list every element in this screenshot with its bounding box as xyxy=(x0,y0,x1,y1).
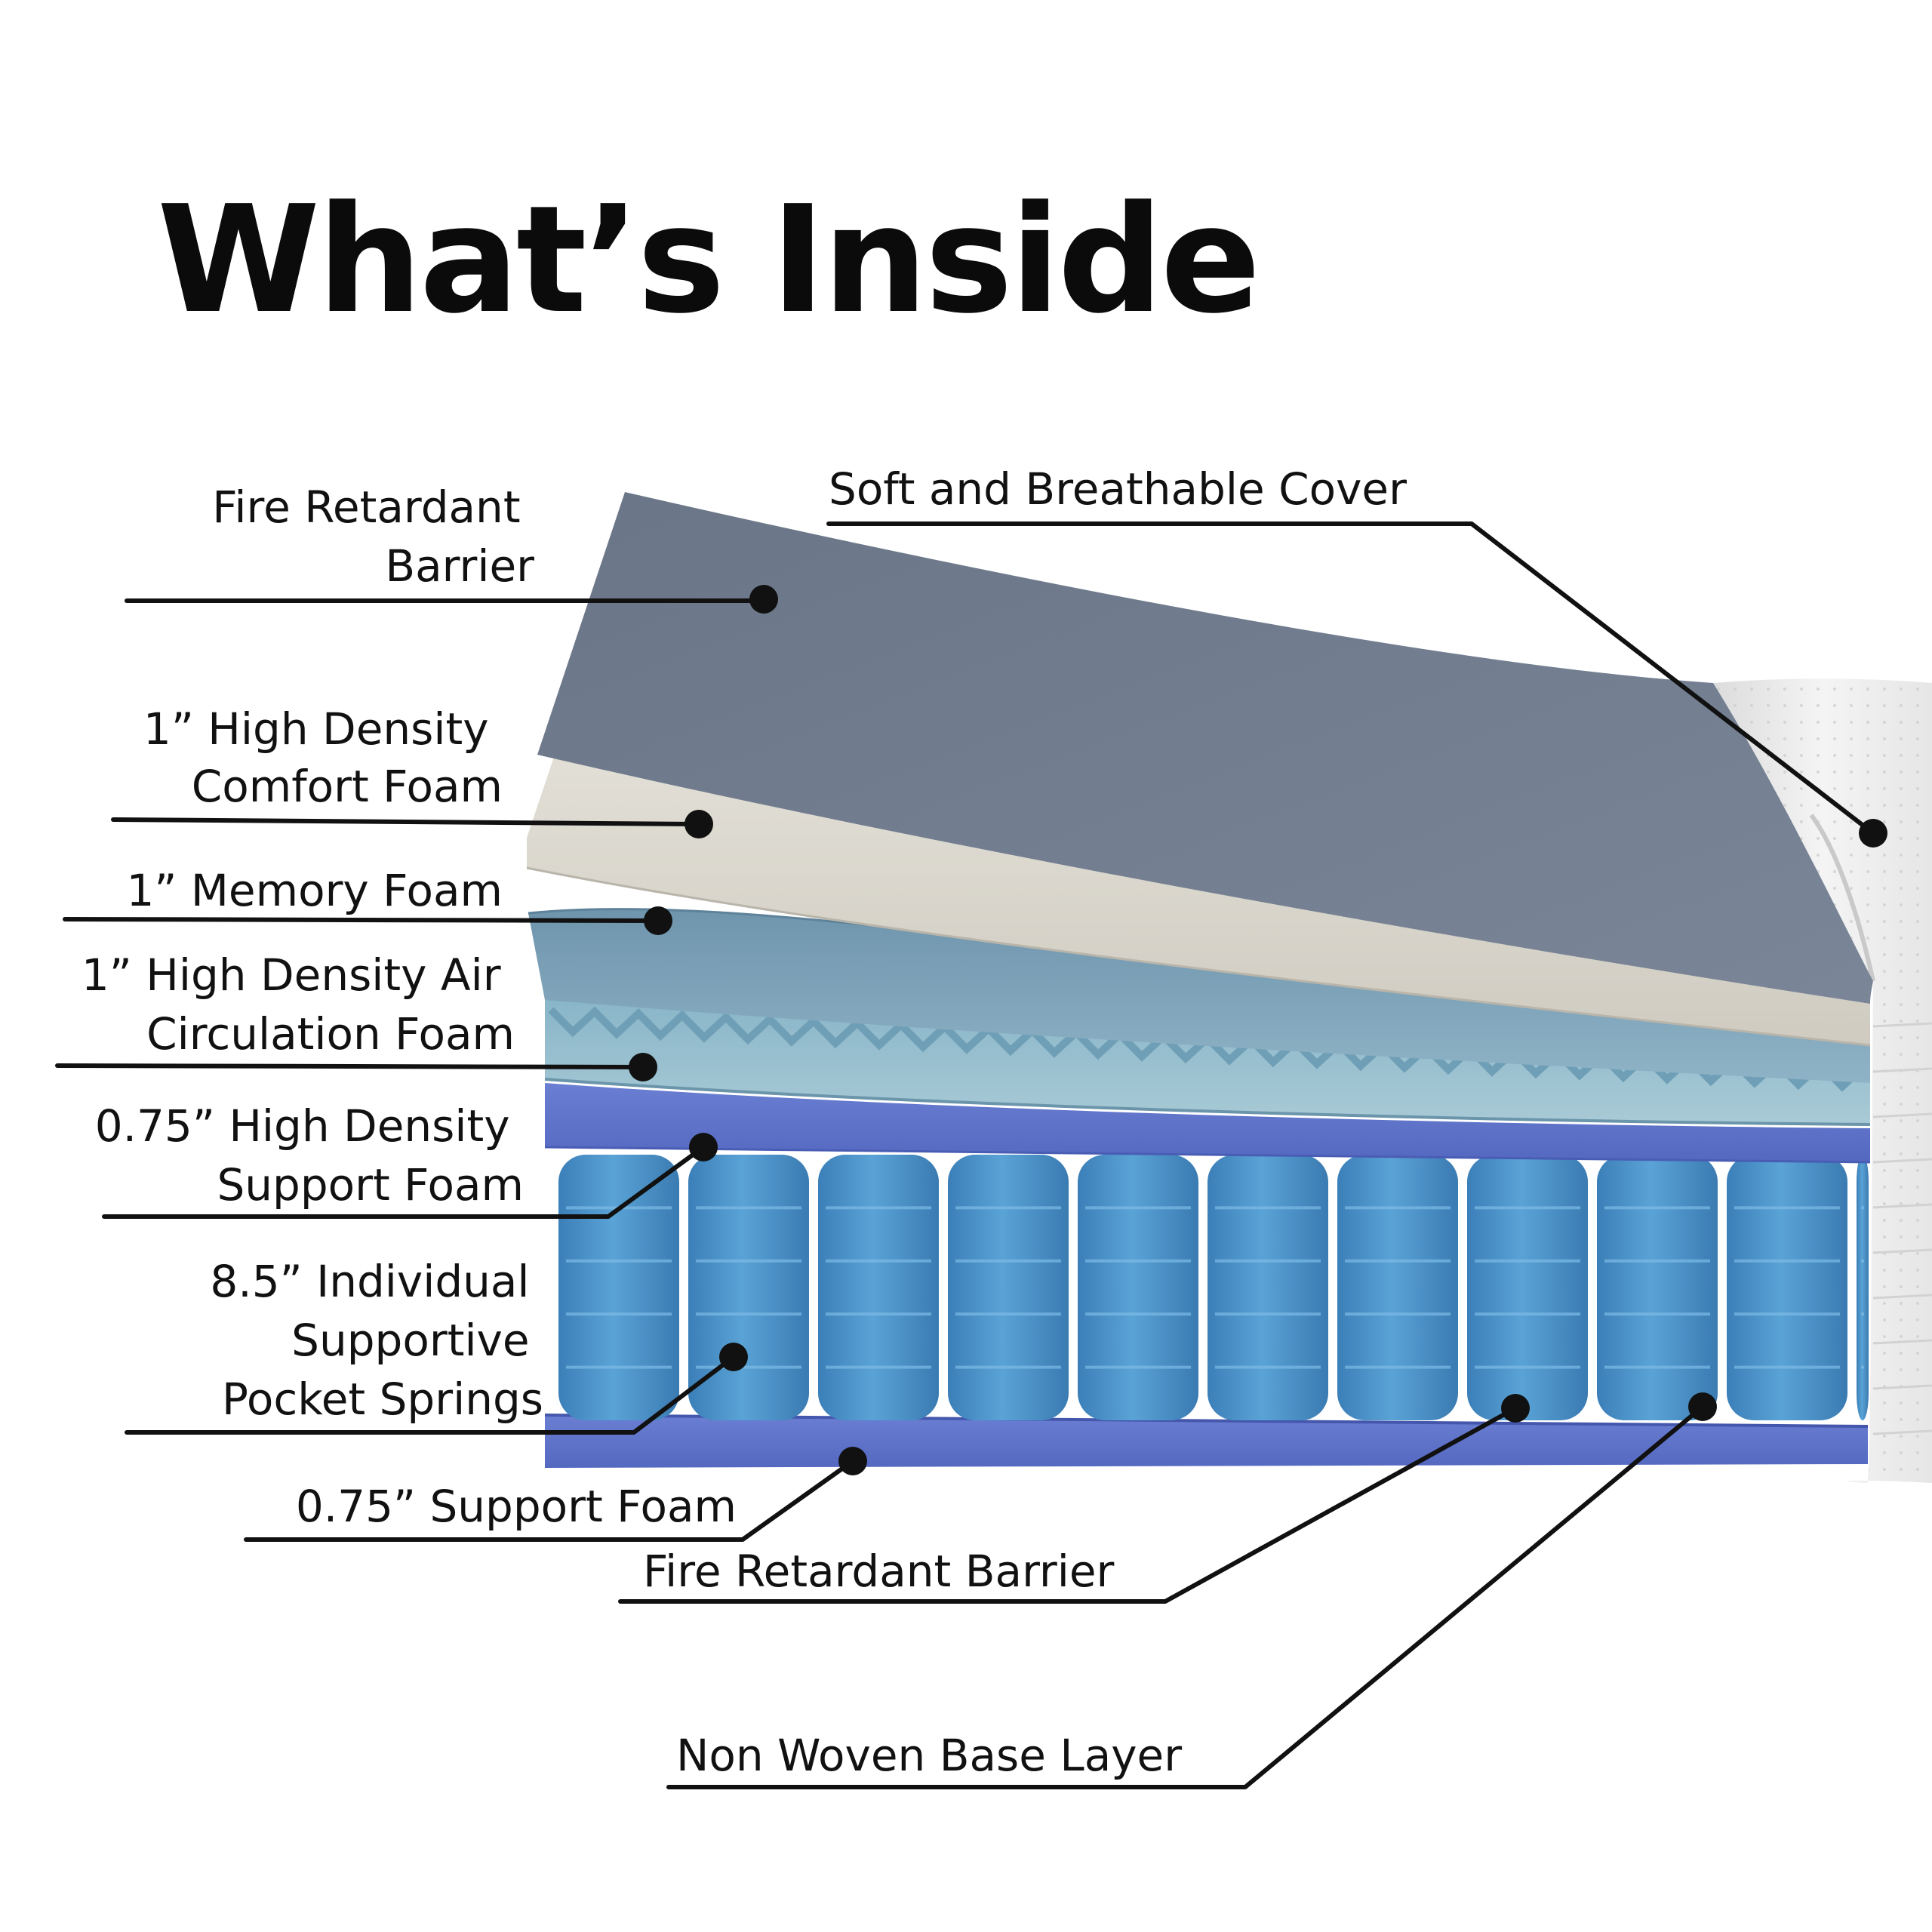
pocket-spring xyxy=(558,1155,679,1420)
label-pocket-springs: 8.5” Individual Supportive Pocket Spring… xyxy=(210,1256,543,1425)
page-title: What’s Inside xyxy=(157,174,1258,346)
label-soft-breathable-cover: Soft and Breathable Cover xyxy=(829,463,1407,515)
pocket-spring xyxy=(1857,1155,1869,1420)
pocket-spring xyxy=(688,1155,809,1420)
top-fire-retardant-barrier xyxy=(537,492,1873,1004)
pocket-spring xyxy=(818,1155,939,1420)
breathable-cover xyxy=(1713,678,1932,1483)
pocket-spring xyxy=(948,1155,1069,1420)
label-memory-foam: 1” Memory Foam xyxy=(126,865,503,916)
pocket-spring xyxy=(1467,1155,1588,1420)
pocket-spring xyxy=(1337,1155,1458,1420)
label-high-density-support-foam: 0.75” High Density Support Foam xyxy=(95,1100,524,1211)
pocket-springs xyxy=(558,1155,1869,1420)
label-support-foam-bottom: 0.75” Support Foam xyxy=(296,1481,737,1532)
bottom-support-foam xyxy=(544,1414,1869,1468)
mattress-illustration xyxy=(526,492,1932,1483)
label-fire-retardant-barrier-top: Fire Retardant Barrier xyxy=(212,481,534,592)
leader-lines xyxy=(55,521,1887,1789)
pocket-spring xyxy=(1727,1155,1847,1420)
pocket-spring xyxy=(1208,1155,1328,1420)
pocket-spring xyxy=(1597,1155,1718,1420)
top-support-foam xyxy=(544,1083,1871,1164)
comfort-foam xyxy=(526,755,1871,1047)
label-fire-retardant-barrier-bottom: Fire Retardant Barrier xyxy=(643,1546,1115,1597)
label-comfort-foam: 1” High Density Comfort Foam xyxy=(143,703,503,812)
pocket-spring xyxy=(1078,1155,1198,1420)
label-air-circulation-foam: 1” High Density Air Circulation Foam xyxy=(82,949,515,1060)
callout-labels: Soft and Breathable Cover Fire Retardant… xyxy=(82,463,1407,1781)
label-non-woven-base-layer: Non Woven Base Layer xyxy=(676,1730,1182,1781)
